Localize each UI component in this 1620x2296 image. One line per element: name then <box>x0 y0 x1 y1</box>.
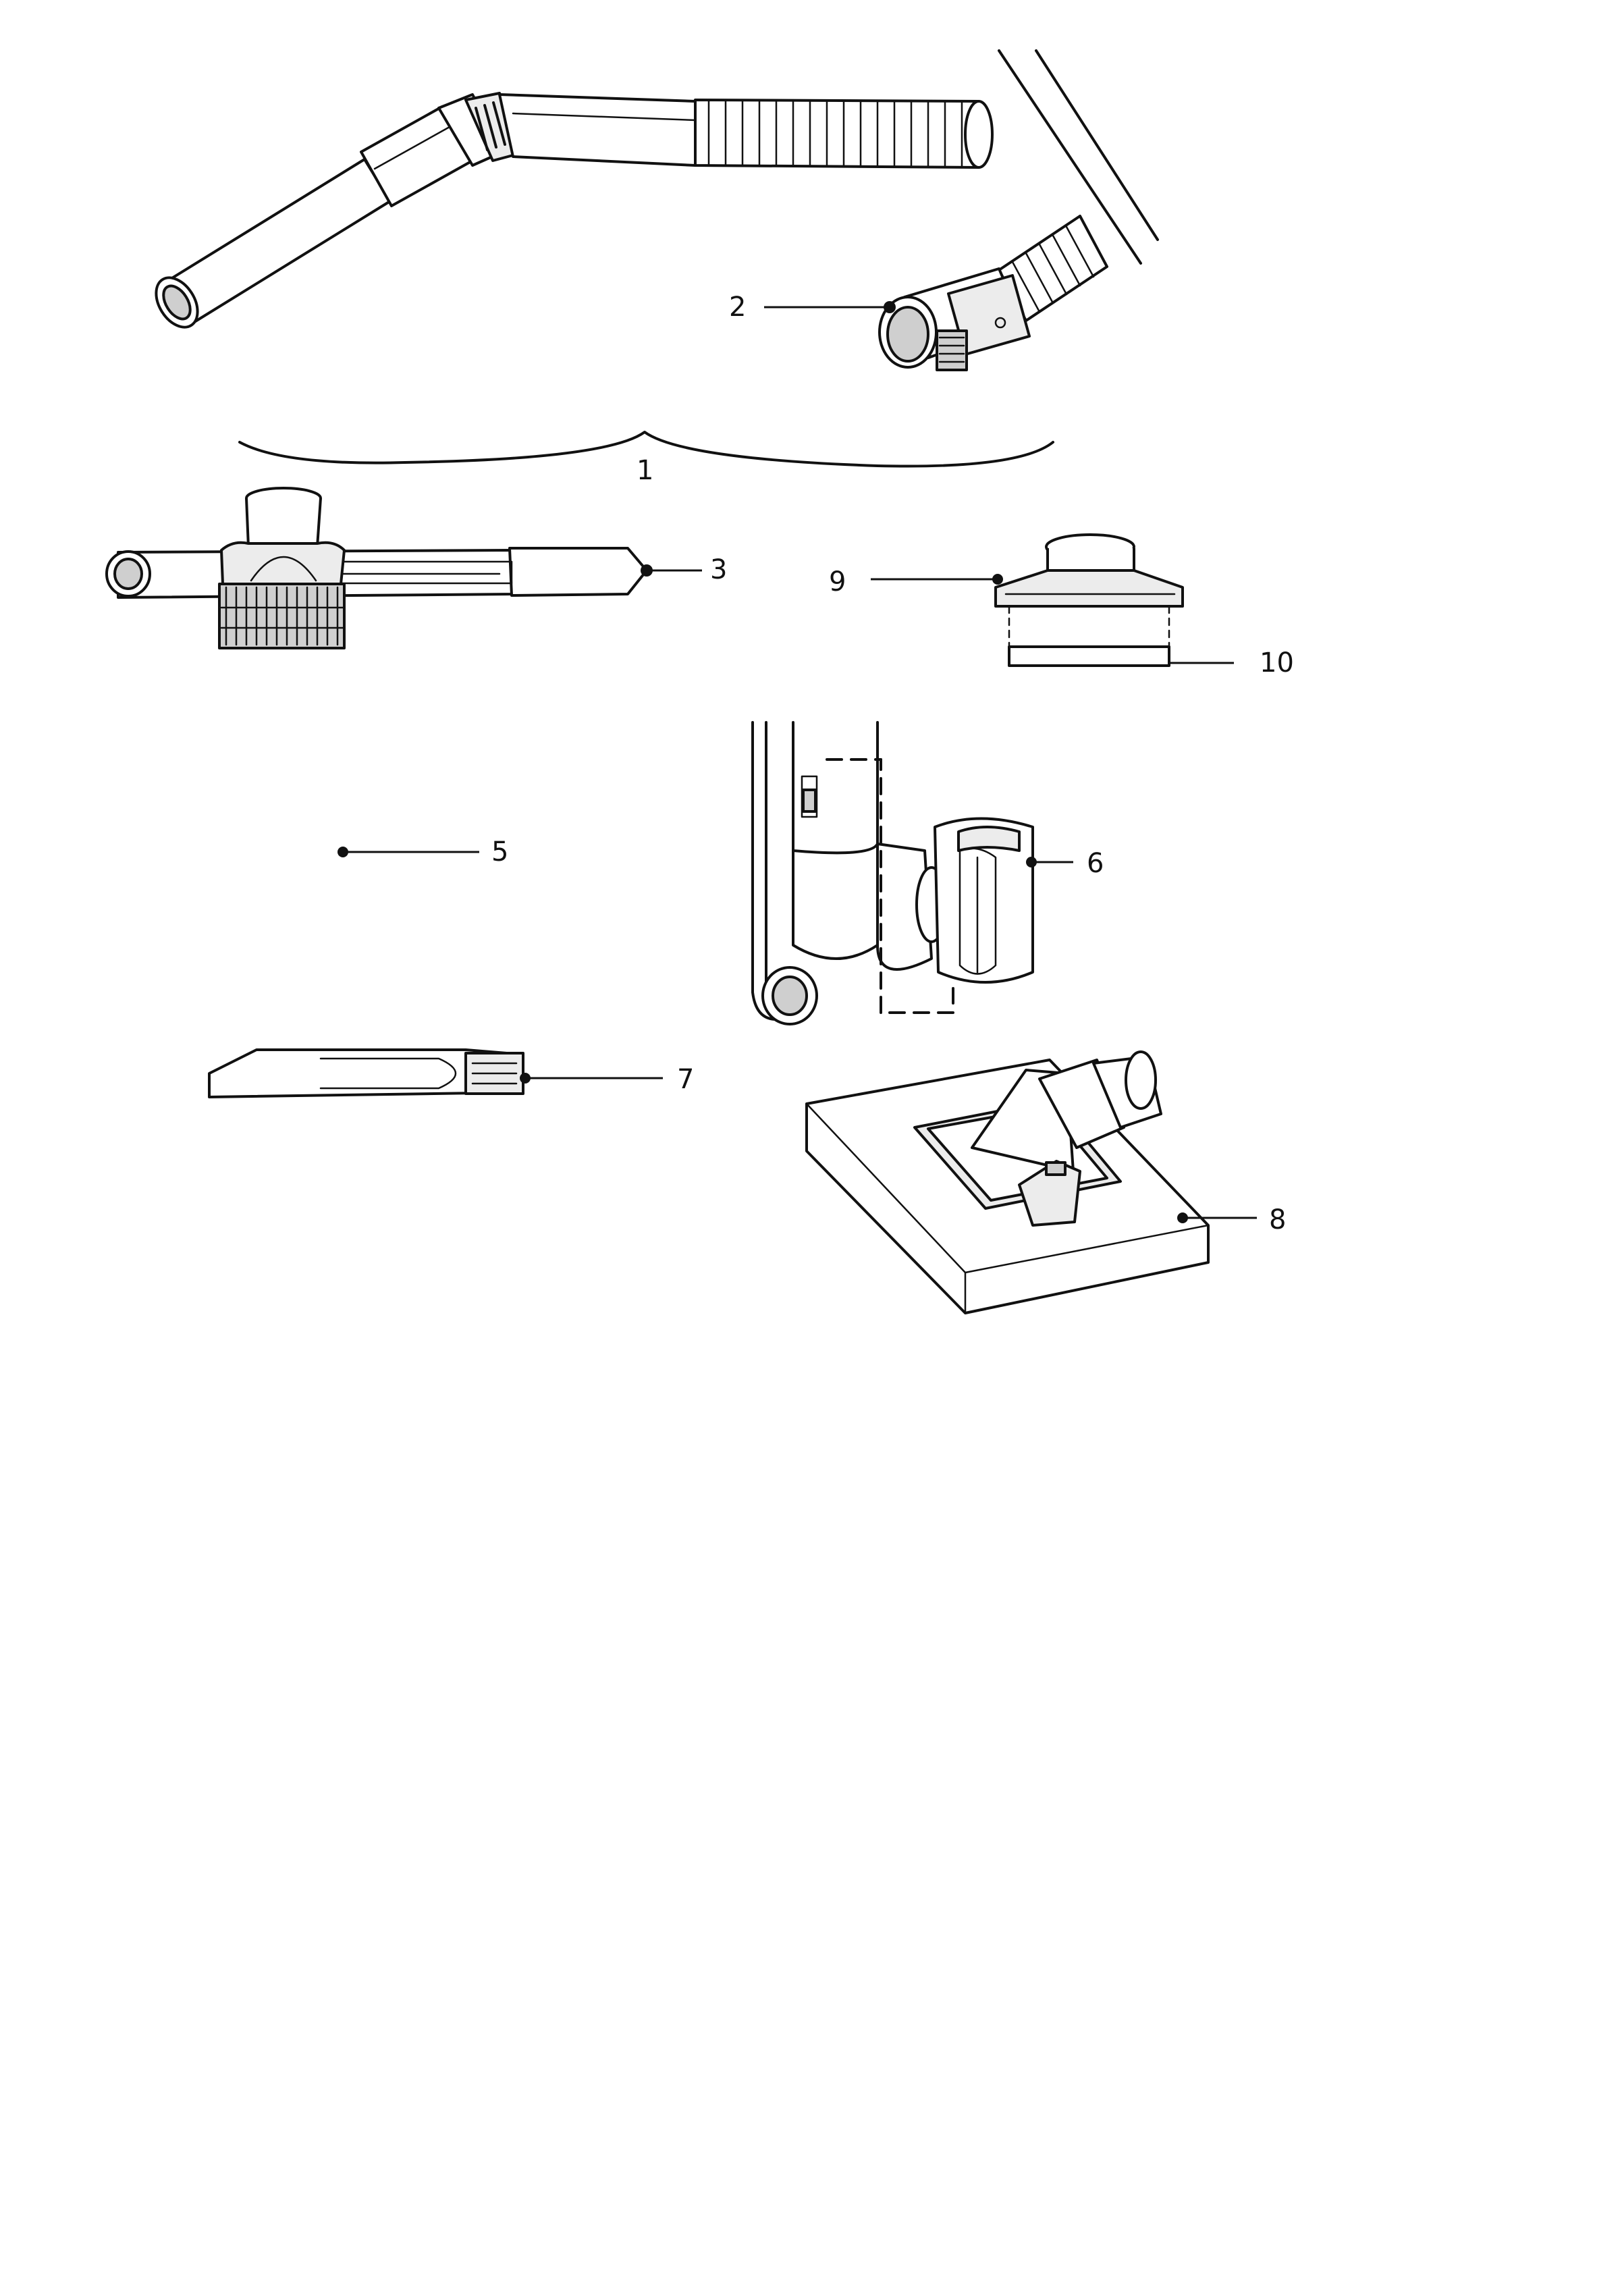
hose-assembly <box>155 92 994 329</box>
callout-6-label: 6 <box>1087 848 1104 879</box>
callout-3: 3 <box>641 554 727 585</box>
brace-part-1: 1 <box>238 431 1054 486</box>
brush-bristles <box>220 586 344 646</box>
callout-8: 8 <box>1177 1204 1286 1235</box>
callout-7: 7 <box>520 1064 694 1095</box>
callout-9-label: 9 <box>829 566 846 597</box>
callout-2-label: 2 <box>729 292 746 323</box>
callout-3-label: 3 <box>710 554 727 585</box>
callout-9: 9 <box>829 566 1003 597</box>
vacuum-body <box>751 721 954 1025</box>
dusting-brush <box>218 487 346 649</box>
corrugated-hose <box>694 99 994 169</box>
break-lines <box>998 49 1159 265</box>
tool-clip <box>934 817 1034 984</box>
callout-5-label: 5 <box>491 836 508 867</box>
callout-7-label: 7 <box>677 1064 694 1095</box>
crevice-tool <box>208 1048 524 1098</box>
vent-slots <box>475 101 506 151</box>
upholstery-nozzle <box>994 533 1184 667</box>
callout-2: 2 <box>729 292 896 323</box>
callout-10: 10 <box>1168 647 1294 678</box>
extension-tube <box>105 547 648 599</box>
hose-connector <box>878 215 1108 371</box>
callout-10-label: 10 <box>1260 647 1294 678</box>
callout-1-label: 1 <box>637 455 653 486</box>
callout-6: 6 <box>1026 848 1104 879</box>
floor-nozzle <box>805 1050 1210 1314</box>
callout-5-pointer: 5 <box>338 836 508 867</box>
callout-8-label: 8 <box>1269 1204 1286 1235</box>
